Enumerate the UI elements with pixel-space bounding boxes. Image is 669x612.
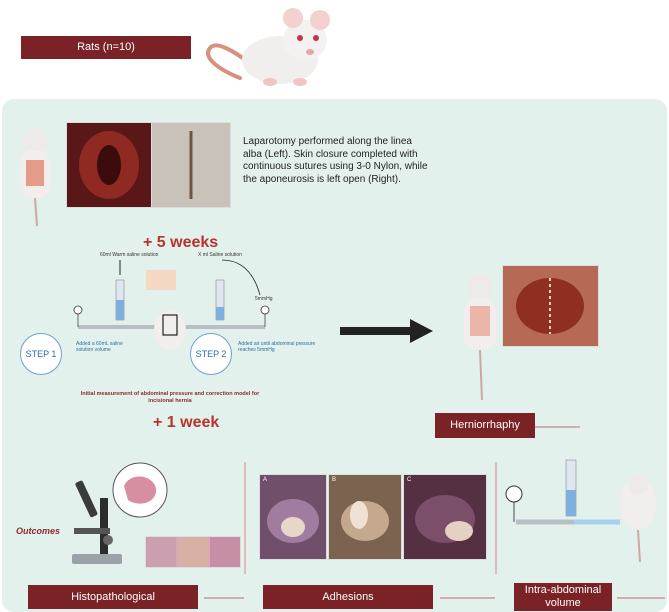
adhesion-photo-a (259, 474, 327, 560)
adhesions-box: Adhesions (263, 585, 433, 609)
tissue-zoom-icon (112, 462, 168, 518)
intra-abdominal-volume-box: Intra-abdominal volume (514, 583, 612, 611)
five-weeks-label: + 5 weeks (143, 234, 219, 251)
connector-histo (204, 597, 244, 599)
connector-volume (617, 597, 665, 599)
warm-saline-label: 60ml Warm saline solution (100, 252, 159, 258)
pressure-caption: Initial measurement of abdominal pressur… (80, 391, 260, 404)
laparotomy-photo-left (66, 122, 152, 208)
x-ml-saline-label: X ml Saline solution (198, 252, 242, 258)
volume-apparatus (505, 459, 656, 563)
pressure-unit-label: 5mmHg (255, 296, 273, 302)
rat-hernia-icon (464, 274, 496, 401)
laparotomy-photo-right (151, 122, 231, 208)
histology-slides (145, 536, 241, 568)
microscope-icon (72, 480, 122, 564)
laparotomy-description: Laparotomy performed along the linea alb… (243, 136, 428, 185)
one-week-label: + 1 week (153, 414, 220, 431)
herniorrhaphy-label: Herniorrhaphy (435, 413, 535, 438)
adhesion-photo-c (403, 474, 487, 560)
step-2-badge: STEP 2 (190, 333, 232, 375)
progress-arrow-icon (340, 319, 433, 343)
pressure-apparatus (73, 259, 270, 350)
connector-vertical-right (495, 462, 497, 574)
step-2-note: Added air until abdominal pressure reach… (238, 341, 316, 353)
connector-vertical-left (244, 462, 246, 574)
herniorrhaphy-photo (502, 265, 599, 347)
connector-herniorrhaphy (535, 426, 580, 428)
rat-supine-icon (20, 128, 50, 227)
rat-illustration (206, 8, 330, 86)
adhesion-label-a: A (263, 477, 268, 483)
rats-group-label: Rats (n=10) (21, 36, 191, 59)
connector-adhesions (440, 597, 495, 599)
adhesion-label-c: C (407, 477, 412, 483)
adhesion-label-b: B (332, 477, 337, 483)
step-1-badge: STEP 1 (20, 333, 62, 375)
adhesion-photo-b (328, 474, 402, 560)
histopathological-box: Histopathological (28, 585, 198, 609)
step-1-note: Added a 60mL saline solution volume (76, 341, 123, 353)
outcomes-title: Outcomes (16, 526, 61, 536)
